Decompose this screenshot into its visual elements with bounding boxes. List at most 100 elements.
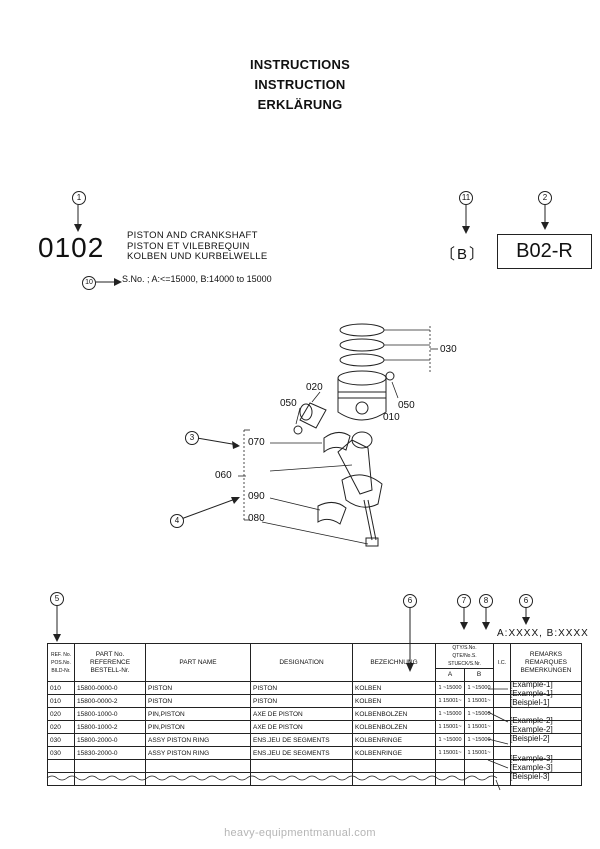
- header-part-no: PART No. REFERENCE BESTELL-Nr.: [74, 643, 146, 682]
- cell-desig: AXE DE PISTON: [250, 707, 353, 721]
- desc-en: PISTON AND CRANKSHAFT: [127, 230, 258, 241]
- cell-bez: KOLBENBOLZEN: [352, 707, 436, 721]
- cell-empty: [435, 759, 465, 773]
- cell-name: ASSY PISTON RING: [145, 733, 251, 747]
- example-list: [Example-1] [Example-1] [Beispiel-1] [Ex…: [510, 680, 553, 781]
- cell-part: 15800-0000-0: [74, 681, 146, 695]
- cell-name: ASSY PISTON RING: [145, 746, 251, 760]
- example-1: [Example-1]: [510, 680, 553, 689]
- cell-bez: KOLBENRINGE: [352, 746, 436, 760]
- header-remarks-1: REMARKS: [529, 650, 563, 658]
- callout-8: 8: [479, 594, 493, 608]
- piston-drawing: [293, 323, 395, 547]
- callout-2: 2: [538, 191, 552, 205]
- header-qty: QTY/S.No. QTE/No.S. STUECK/S.Nr.: [435, 643, 494, 669]
- ring-leaders: [384, 326, 438, 374]
- cell-name: PISTON: [145, 681, 251, 695]
- cell-empty: [510, 772, 582, 786]
- header-designation: DESIGNATION: [250, 643, 353, 682]
- cell-empty: [352, 772, 436, 786]
- cell-empty: [435, 772, 465, 786]
- header-qty-1: QTY/S.No.: [452, 645, 477, 651]
- title-en: INSTRUCTIONS: [250, 57, 350, 72]
- callout-6: 6: [403, 594, 417, 608]
- bracket-letter: 〔B〕: [440, 246, 487, 263]
- callout-10: 10: [82, 276, 96, 290]
- cell-qb: 1 15001~: [464, 720, 494, 734]
- cell-ic: [493, 707, 511, 721]
- cell-part: 15830-2000-0: [74, 746, 146, 760]
- group-descriptions: PISTON AND CRANKSHAFT PISTON ET VILEBREQ…: [127, 230, 268, 263]
- cell-qa: 1 ~15000: [435, 681, 465, 695]
- callout-1: 1: [72, 191, 86, 205]
- header-bezeichnung: BEZEICHNUNG: [352, 643, 436, 682]
- cell-ic: [493, 733, 511, 747]
- callout-4: 4: [170, 514, 184, 528]
- cell-ref: 020: [47, 707, 75, 721]
- cell-ref: 030: [47, 746, 75, 760]
- header-qty-3: STUECK/S.Nr.: [448, 661, 481, 667]
- cell-bez: KOLBEN: [352, 694, 436, 708]
- example-8: [Example-3]: [510, 763, 553, 772]
- header-ref-3: BILD-Nr.: [51, 667, 71, 674]
- cell-bez: KOLBEN: [352, 681, 436, 695]
- label-020: 020: [306, 382, 323, 393]
- table-row-empty: [47, 759, 582, 773]
- label-090: 090: [248, 491, 265, 502]
- cell-qa: 1 ~15000: [435, 733, 465, 747]
- cell-bez: KOLBENRINGE: [352, 733, 436, 747]
- cell-part: 15800-2000-0: [74, 733, 146, 747]
- header-remarks-2: REMARQUES: [525, 658, 567, 666]
- cell-qb: 1 15001~: [464, 694, 494, 708]
- example-5: [Example-2]: [510, 725, 553, 734]
- header-ref: REF. No. POS.No. BILD-Nr.: [47, 643, 75, 682]
- header-remarks: REMARKS REMARQUES BEMERKUNGEN: [510, 643, 582, 682]
- example-2: [Example-1]: [510, 689, 553, 698]
- header-part-name: PART NAME: [145, 643, 251, 682]
- cell-empty: [250, 772, 353, 786]
- cell-desig: PISTON: [250, 681, 353, 695]
- cell-empty: [145, 759, 251, 773]
- title-fr: INSTRUCTION: [254, 77, 346, 92]
- cell-ic: [493, 681, 511, 695]
- cell-name: PIN,PISTON: [145, 720, 251, 734]
- cell-qa: 1 ~15000: [435, 707, 465, 721]
- header-remarks-3: BEMERKUNGEN: [520, 666, 572, 674]
- label-060: 060: [215, 470, 232, 481]
- header-part-no-3: BESTELL-Nr.: [90, 666, 130, 674]
- cell-empty: [464, 772, 494, 786]
- cell-desig: ENS.JEU DE SEGMENTS: [250, 746, 353, 760]
- cell-empty: [250, 759, 353, 773]
- callout-3: 3: [185, 431, 199, 445]
- cell-desig: PISTON: [250, 694, 353, 708]
- parts-table: REF. No. POS.No. BILD-Nr. PART No. REFER…: [47, 643, 582, 786]
- group-box-code: B02-R: [497, 234, 592, 269]
- rod-bracket: [238, 381, 399, 545]
- desc-fr: PISTON ET VILEBREQUIN: [127, 240, 250, 252]
- desc-de: KOLBEN UND KURBELWELLE: [127, 251, 268, 262]
- header-ic: I.C.: [493, 643, 511, 682]
- table-subheader-row: A B: [48, 668, 582, 682]
- cell-empty: [47, 772, 75, 786]
- remarks-header-note: A:XXXX, B:XXXX: [497, 628, 589, 639]
- cell-empty: [74, 759, 146, 773]
- cell-desig: ENS.JEU DE SEGMENTS: [250, 733, 353, 747]
- cell-empty: [74, 772, 146, 786]
- serial-note: S.No. ; A:<=15000, B:14000 to 15000: [122, 274, 272, 284]
- cell-ref: 010: [47, 694, 75, 708]
- cell-qb: 1 ~15000: [464, 681, 494, 695]
- cell-empty: [352, 759, 436, 773]
- cell-name: PISTON: [145, 694, 251, 708]
- header-qty-2: QTE/No.S.: [452, 653, 477, 659]
- cell-empty: [493, 759, 511, 773]
- callout-6-remarks: 6: [519, 594, 533, 608]
- cell-qb: 1 ~15000: [464, 733, 494, 747]
- label-070: 070: [248, 437, 265, 448]
- cell-ic: [493, 694, 511, 708]
- table-row-empty: [47, 772, 582, 786]
- cell-part: 15800-1000-2: [74, 720, 146, 734]
- header-ref-1: REF. No.: [50, 651, 71, 658]
